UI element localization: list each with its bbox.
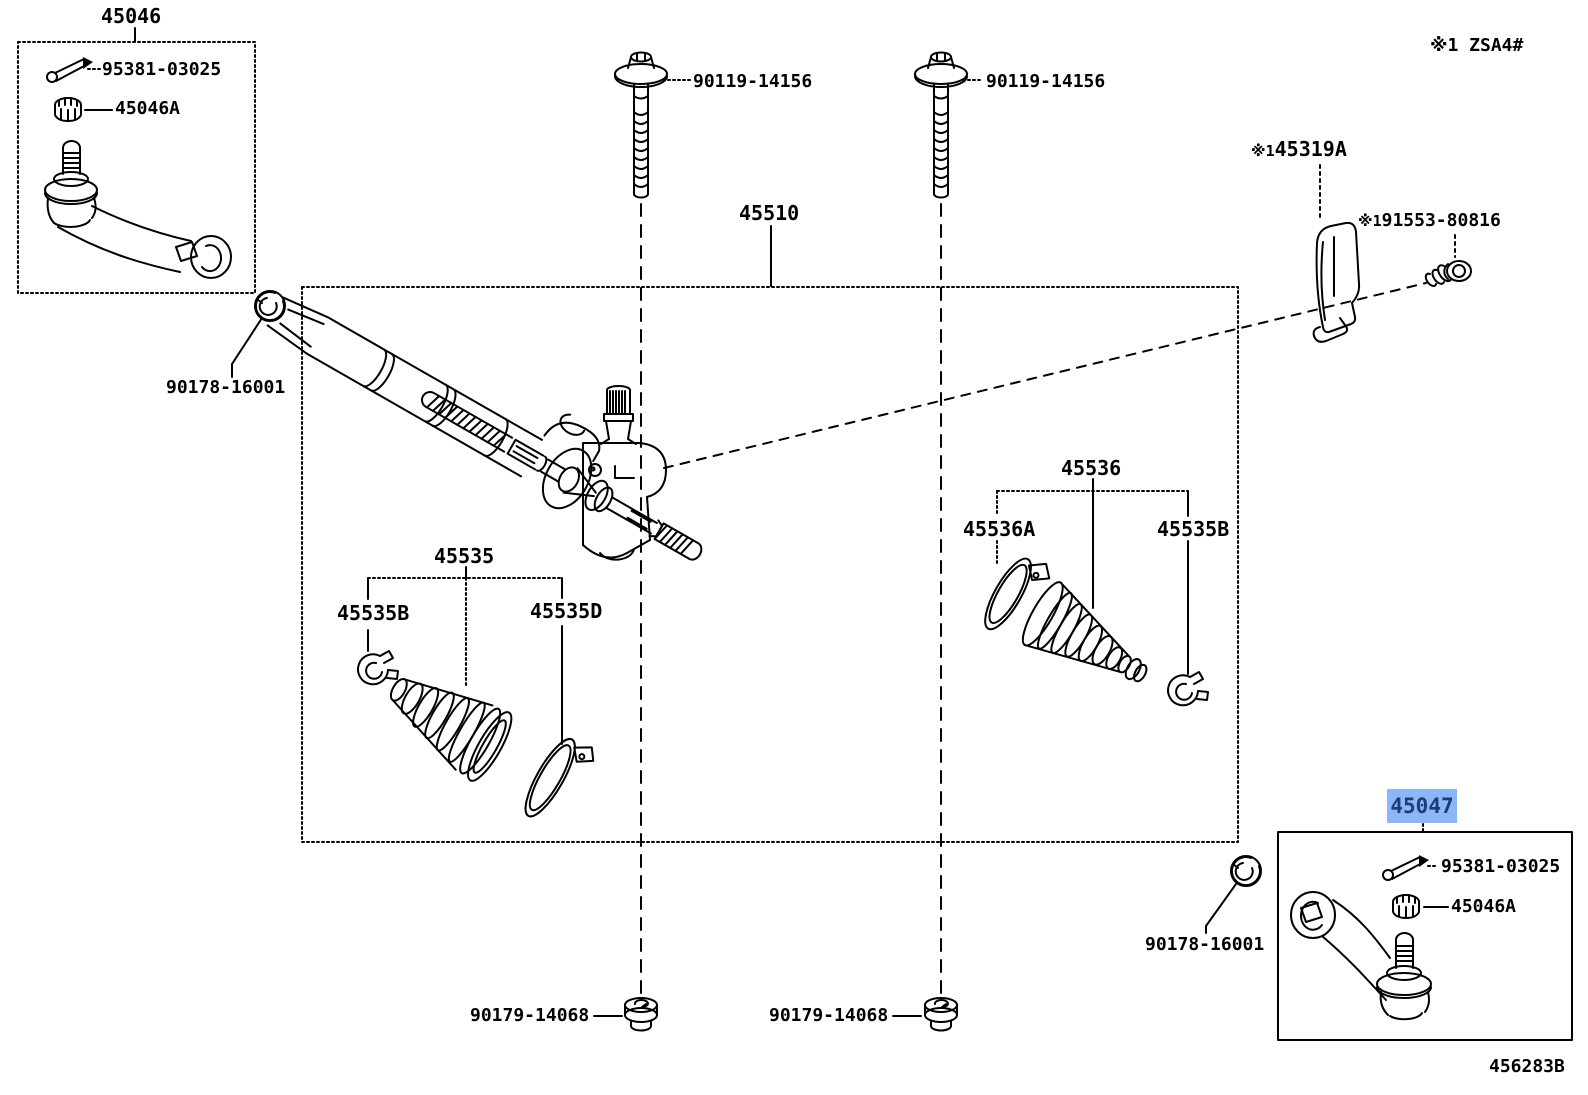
group-title-45046: 45046	[101, 4, 162, 28]
box-rack	[301, 286, 1239, 843]
ref-mark: ※1	[1358, 212, 1382, 230]
label-clamp-45535b-left: 45535B	[337, 601, 410, 625]
tie-rod-end-left-drawing	[44, 140, 232, 279]
boot-left-drawing	[357, 650, 595, 818]
group-title-45536: 45536	[1061, 456, 1122, 480]
bracket-bolt-drawing	[1424, 260, 1472, 288]
label-cotter-pin-right: 95381-03025	[1441, 856, 1561, 877]
label-bracket-bolt: ※191553-80816	[1358, 210, 1501, 231]
label-castle-nut-right: 45046A	[1451, 896, 1517, 917]
label-rack-nut-lower: 90178-16001	[1145, 934, 1265, 955]
box-tie-rod-right	[1277, 831, 1573, 1041]
cotter-pin-right-icon	[1382, 854, 1430, 881]
mount-bolt-left-drawing	[614, 51, 668, 199]
label-clamp-45536a: 45536A	[963, 517, 1036, 541]
label-clamp-45535b-right: 45535B	[1157, 517, 1230, 541]
rack-nut-upper-drawing	[254, 290, 286, 322]
label-mount-bolt-left: 90119-14156	[693, 71, 813, 92]
castle-nut-left-icon	[54, 97, 82, 122]
label-mount-bolt-right: 90119-14156	[986, 71, 1106, 92]
label-mount-nut-left: 90179-14068	[470, 1005, 590, 1026]
ref-mark: ※1	[1251, 142, 1275, 160]
label-clamp-45535d: 45535D	[530, 599, 603, 623]
label-cotter-pin-left: 95381-03025	[102, 59, 222, 80]
mount-bolt-right-drawing	[914, 51, 968, 199]
group-title-45510: 45510	[739, 201, 800, 225]
bracket-45319a-drawing	[1312, 221, 1361, 343]
variant-note: ※1 ZSA4#	[1430, 35, 1524, 56]
tie-rod-end-right-drawing	[1290, 891, 1432, 1021]
rack-nut-lower-drawing	[1230, 855, 1262, 887]
steering-rack-drawing	[266, 296, 703, 561]
label-mount-nut-right: 90179-14068	[769, 1005, 889, 1026]
box-tie-rod-left	[17, 41, 256, 294]
label-bracket-45319a: ※145319A	[1251, 137, 1347, 161]
diagram-code: 456283B	[1489, 1056, 1565, 1077]
label-castle-nut-left: 45046A	[115, 98, 181, 119]
mount-nut-right-drawing	[924, 997, 958, 1032]
mount-nut-left-drawing	[624, 997, 658, 1032]
leader-lines	[84, 27, 1456, 1017]
label-rack-nut-upper: 90178-16001	[166, 377, 286, 398]
cotter-pin-left-icon	[46, 56, 94, 83]
group-title-45535: 45535	[434, 544, 495, 568]
boot-right-drawing	[984, 557, 1209, 707]
highlighted-part-45047[interactable]: 45047	[1387, 789, 1457, 823]
castle-nut-right-icon	[1392, 894, 1420, 919]
